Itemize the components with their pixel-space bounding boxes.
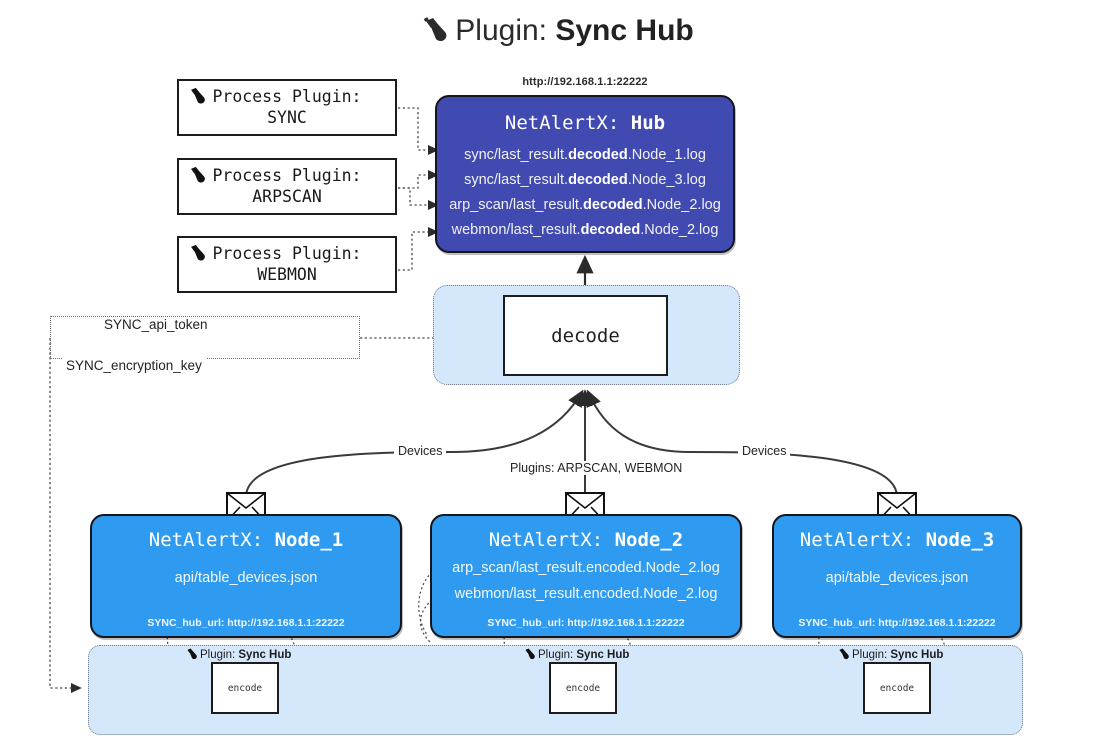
- node-title: NetAlertX: Node_2: [432, 529, 740, 551]
- node-hub-url: SYNC_hub_url: http://192.168.1.1:22222: [774, 617, 1020, 629]
- node-title-prefix: NetAlertX:: [488, 529, 604, 551]
- encoder-plugin-label-1: Plugin: Sync Hub: [186, 646, 291, 661]
- log-pre: sync/last_result.: [464, 147, 569, 163]
- plug-icon: [189, 244, 208, 267]
- process-plugin-line2: WEBMON: [257, 264, 317, 284]
- plug-icon: [186, 648, 199, 663]
- node-hub-url-key: SYNC_hub_url:: [487, 617, 565, 629]
- encoder-plugin-prefix: Plugin:: [200, 649, 236, 661]
- config-key-api-token: SYNC_api_token: [100, 317, 212, 332]
- edge-label-devices-left: Devices: [394, 444, 447, 458]
- encode-box-1[interactable]: encode: [211, 662, 279, 714]
- edge-label-plugins: Plugins: ARPSCAN, WEBMON: [506, 461, 687, 475]
- node-title-name: Node_1: [274, 529, 344, 551]
- hub-url-label: http://192.168.1.1:22222: [522, 76, 648, 88]
- process-plugin-line1: Process Plugin:: [212, 86, 362, 106]
- edge-label-devices-right: Devices: [738, 444, 791, 458]
- process-plugin-webmon[interactable]: Process Plugin:WEBMON: [177, 236, 397, 293]
- encoder-plugin-label-3: Plugin: Sync Hub: [838, 646, 943, 661]
- process-plugin-arpscan[interactable]: Process Plugin:ARPSCAN: [177, 158, 397, 215]
- node-line: webmon/last_result.encoded.Node_2.log: [454, 586, 718, 602]
- plug-icon: [423, 17, 451, 51]
- decode-box[interactable]: decode: [503, 295, 668, 376]
- process-plugin-line2: ARPSCAN: [252, 186, 322, 206]
- hub-title-name: Hub: [630, 112, 666, 134]
- node-hub-url-value: http://192.168.1.1:22222: [227, 617, 345, 629]
- node-hub-url-key: SYNC_hub_url:: [147, 617, 225, 629]
- node-line: arp_scan/last_result.encoded.Node_2.log: [452, 560, 720, 576]
- page-title-prefix: Plugin:: [455, 14, 548, 47]
- encoder-plugin-name: Sync Hub: [890, 649, 944, 661]
- process-plugin-line1: Process Plugin:: [212, 243, 362, 263]
- hub-title-prefix: NetAlertX:: [504, 112, 620, 134]
- hub-log-row: webmon/last_result.decoded.Node_2.log: [437, 218, 733, 243]
- node-title-prefix: NetAlertX:: [799, 529, 915, 551]
- node-title: NetAlertX: Node_1: [92, 529, 400, 551]
- plug-icon: [189, 166, 208, 189]
- log-post: .Node_2.log: [642, 197, 721, 213]
- encode-box-3[interactable]: encode: [863, 662, 931, 714]
- node-title-name: Node_3: [925, 529, 995, 551]
- node-1[interactable]: NetAlertX: Node_1 api/table_devices.json…: [90, 514, 402, 638]
- config-key-encryption-key: SYNC_encryption_key: [62, 358, 206, 373]
- node-hub-url-key: SYNC_hub_url:: [798, 617, 876, 629]
- process-plugin-line2: SYNC: [267, 107, 307, 127]
- node-title-prefix: NetAlertX:: [148, 529, 264, 551]
- log-pre: sync/last_result.: [464, 172, 569, 188]
- node-hub-url: SYNC_hub_url: http://192.168.1.1:22222: [92, 617, 400, 629]
- log-mid: decoded: [568, 172, 628, 188]
- encode-box-2[interactable]: encode: [549, 662, 617, 714]
- log-mid: decoded: [580, 222, 641, 238]
- hub-log-row: sync/last_result.decoded.Node_1.log: [437, 143, 733, 168]
- encoder-plugin-name: Sync Hub: [238, 649, 292, 661]
- node-title: NetAlertX: Node_3: [774, 529, 1020, 551]
- hub-log-list: sync/last_result.decoded.Node_1.log sync…: [437, 143, 733, 243]
- node-3[interactable]: NetAlertX: Node_3 api/table_devices.json…: [772, 514, 1022, 638]
- node-hub-url-value: http://192.168.1.1:22222: [878, 617, 996, 629]
- process-plugin-line1: Process Plugin:: [212, 165, 362, 185]
- encoder-plugin-prefix: Plugin:: [852, 649, 888, 661]
- log-pre: webmon/last_result.: [451, 222, 581, 238]
- page-title-name: Sync Hub: [555, 14, 694, 47]
- log-post: .Node_2.log: [640, 222, 719, 238]
- log-post: .Node_1.log: [627, 147, 706, 163]
- encoder-plugin-name: Sync Hub: [576, 649, 630, 661]
- node-2[interactable]: NetAlertX: Node_2 arp_scan/last_result.e…: [430, 514, 742, 638]
- node-hub-url: SYNC_hub_url: http://192.168.1.1:22222: [432, 617, 740, 629]
- node-line: api/table_devices.json: [825, 570, 969, 586]
- node-title-name: Node_2: [614, 529, 684, 551]
- log-pre: arp_scan/last_result.: [449, 197, 583, 213]
- log-mid: decoded: [568, 147, 628, 163]
- process-plugin-sync[interactable]: Process Plugin:SYNC: [177, 79, 397, 136]
- page-title: Plugin: Sync Hub: [0, 14, 1117, 48]
- encoder-plugin-label-2: Plugin: Sync Hub: [524, 646, 629, 661]
- plug-icon: [838, 648, 851, 663]
- node-line: api/table_devices.json: [174, 570, 318, 586]
- node-hub-url-value: http://192.168.1.1:22222: [567, 617, 685, 629]
- plug-icon: [189, 87, 208, 110]
- plug-icon: [524, 648, 537, 663]
- hub-title: NetAlertX: Hub: [437, 112, 733, 134]
- log-post: .Node_3.log: [627, 172, 706, 188]
- hub-log-row: sync/last_result.decoded.Node_3.log: [437, 168, 733, 193]
- hub-node[interactable]: NetAlertX: Hub sync/last_result.decoded.…: [435, 95, 735, 253]
- log-mid: decoded: [582, 197, 643, 213]
- hub-log-row: arp_scan/last_result.decoded.Node_2.log: [437, 193, 733, 218]
- encoder-plugin-prefix: Plugin:: [538, 649, 574, 661]
